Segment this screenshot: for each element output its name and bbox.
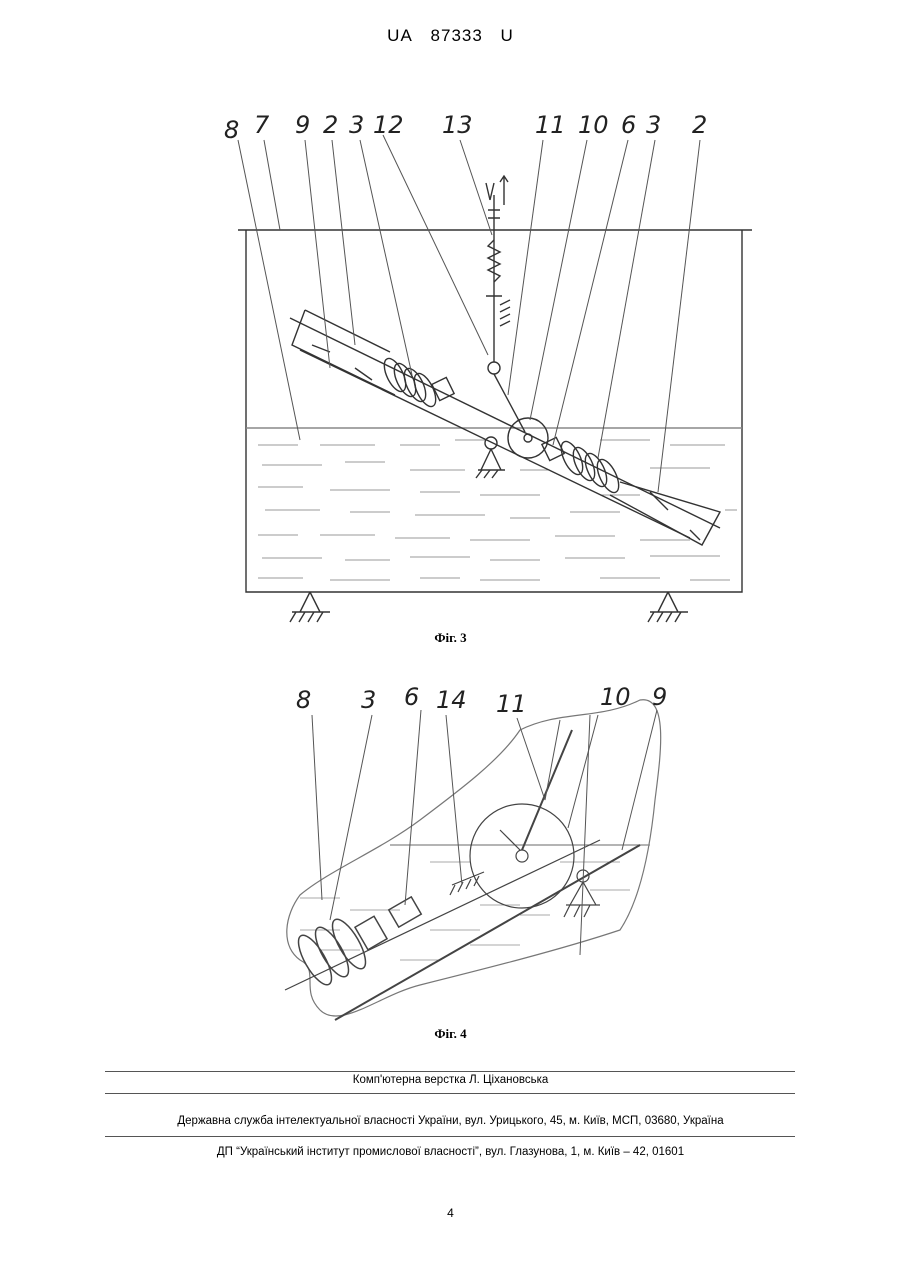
footer-rule: [105, 1093, 795, 1094]
fig4-label: 14: [436, 686, 467, 714]
rod-joint: [488, 362, 500, 374]
footer-rule: [105, 1136, 795, 1137]
main-shaft: [290, 318, 720, 528]
fig3-label: 2: [323, 111, 338, 139]
fig3-label: 6: [621, 111, 636, 139]
page-number: 4: [0, 1206, 901, 1220]
fig3-label: 2: [692, 111, 707, 139]
detail-circle: [508, 418, 548, 458]
fig3-label: 11: [535, 111, 566, 139]
detail-joint-left: [516, 850, 528, 862]
figure-3-drawing: 8 7 9 2 3 12 13 11 10 6 3 2: [0, 100, 901, 630]
fig4-label: 9: [652, 683, 667, 711]
fig4-label: 6: [404, 683, 419, 711]
fig3-label: 12: [373, 111, 404, 139]
figure-3-labels: 8 7 9 2 3 12 13 11 10 6 3 2: [224, 111, 707, 144]
footer-rule: [105, 1071, 795, 1072]
figure-4-drawing: 8 3 6 14 11 10 9: [0, 680, 901, 1025]
fig3-label: 10: [578, 111, 609, 139]
fig3-label: 3: [646, 111, 661, 139]
fig4-label: 11: [496, 690, 527, 718]
header-suffix: U: [501, 26, 514, 45]
fig3-label: 7: [254, 111, 270, 139]
fig3-label: 8: [224, 116, 239, 144]
lower-housing: [610, 482, 720, 545]
fig4-label: 10: [600, 683, 631, 711]
footer-layout-credit: Комп'ютерна верстка Л. Ціхановська: [0, 1074, 901, 1086]
header-number: 87333: [431, 26, 483, 45]
detail-shaft: [335, 845, 640, 1020]
fig3-label: 9: [295, 111, 310, 139]
header-prefix: UA: [387, 26, 413, 45]
upper-housing: [292, 310, 395, 395]
figure-4-labels: 8 3 6 14 11 10 9: [296, 683, 667, 718]
footer-institute: ДП “Український інститут промислової вла…: [0, 1146, 901, 1158]
document-header: UA 87333 U: [0, 26, 901, 46]
fig3-label: 13: [442, 111, 473, 139]
right-support: [648, 592, 688, 622]
fig4-label: 3: [361, 686, 376, 714]
pivot-joint: [485, 437, 497, 449]
fig3-label: 3: [349, 111, 364, 139]
figure-4-caption: Фіг. 4: [0, 1026, 901, 1042]
left-support: [290, 592, 330, 622]
detail-large-circle: [470, 804, 574, 908]
figure-3-caption: Фіг. 3: [0, 630, 901, 646]
fig4-label: 8: [296, 686, 311, 714]
tank-outline: [238, 230, 752, 592]
detail-helix: [292, 897, 421, 989]
footer-agency: Державна служба інтелектуальної власност…: [0, 1115, 901, 1127]
upper-helix: [380, 355, 454, 409]
